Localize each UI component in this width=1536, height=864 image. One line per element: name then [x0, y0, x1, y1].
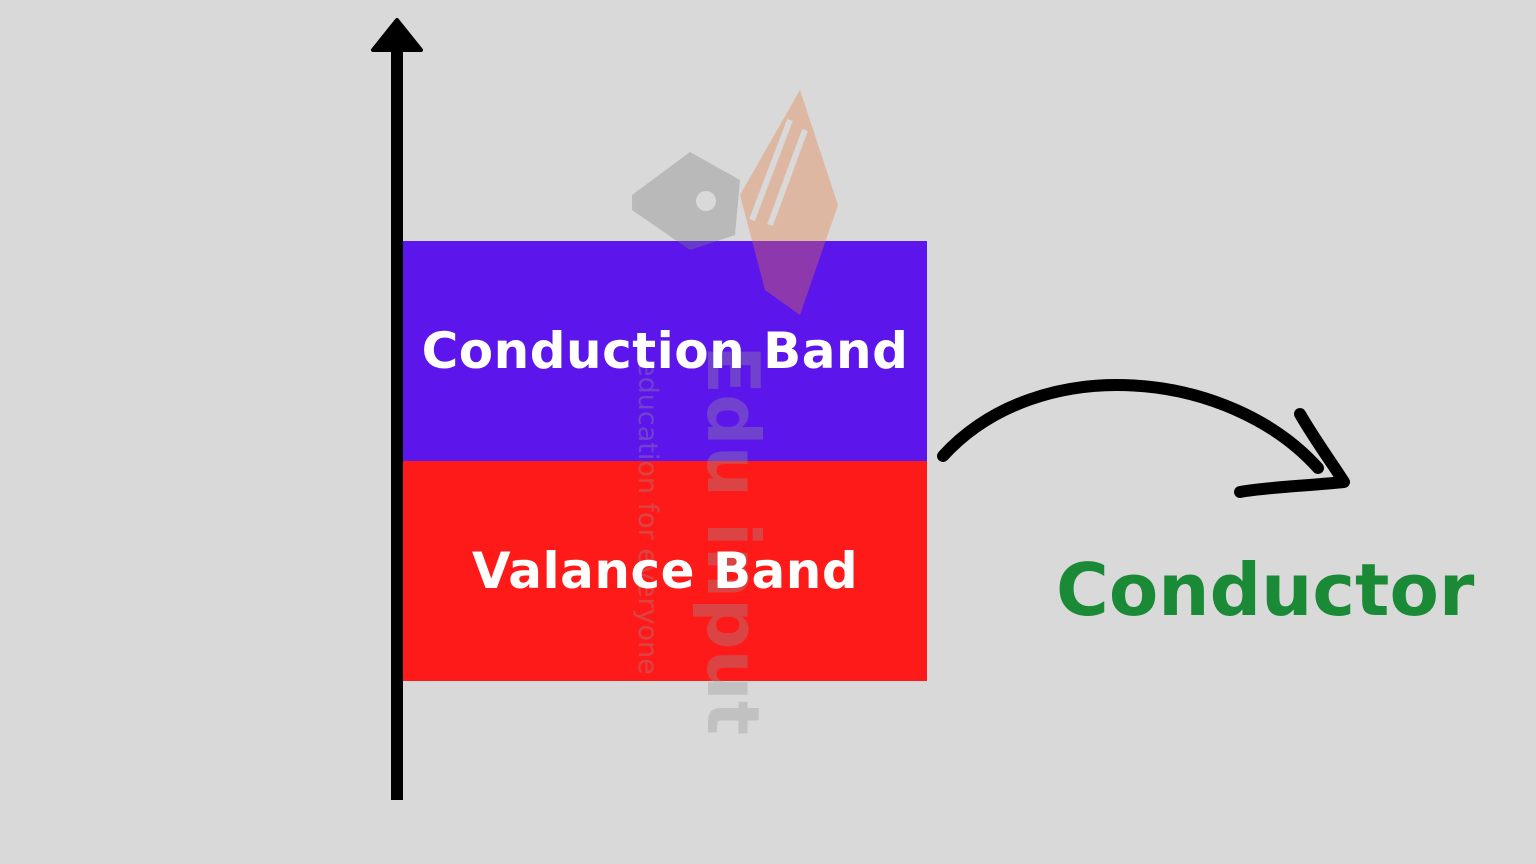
valance-band-label: Valance Band [471, 542, 859, 600]
watermark-logo [632, 90, 838, 315]
energy-axis-arrow [371, 18, 423, 800]
curved-arrow [937, 379, 1350, 498]
watermark-brand: Edu input [691, 345, 775, 736]
valance-band: Valance Band [403, 461, 927, 681]
conductor-label: Conductor [1056, 548, 1475, 632]
conduction-band-label: Conduction Band [421, 322, 909, 380]
watermark-tagline: education for everyone [632, 360, 663, 675]
conduction-band: Conduction Band [403, 241, 927, 461]
